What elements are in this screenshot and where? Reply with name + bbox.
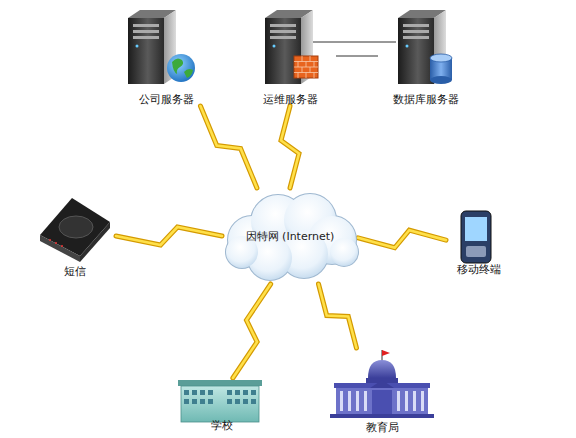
server-icon [265, 10, 318, 84]
lightning-link [318, 284, 356, 348]
node-label: 因特网 (Internet) [246, 230, 335, 243]
school-icon [178, 380, 262, 422]
node-label: 教育局 [366, 421, 399, 434]
cloud-node: 因特网 (Internet) [212, 178, 368, 294]
lightning-link [281, 106, 299, 188]
server-icon [128, 10, 195, 84]
cable-line [313, 42, 396, 43]
server-icon [398, 10, 452, 84]
mobile-icon [461, 211, 491, 263]
sms-gateway-icon [40, 198, 110, 262]
lightning-link [200, 106, 256, 188]
node-label: 移动终端 [457, 263, 501, 276]
node-label: 公司服务器 [139, 93, 194, 106]
node-label: 数据库服务器 [393, 93, 459, 106]
node-label: 运维服务器 [263, 93, 318, 106]
server-node: 运维服务器 [244, 6, 336, 106]
node-label: 短信 [64, 265, 86, 278]
lightning-link [233, 284, 271, 378]
device-node: 移动终端 [446, 206, 512, 276]
device-node: 短信 [34, 194, 116, 278]
building-node: 学校 [172, 378, 272, 432]
lightning-link [116, 227, 222, 245]
building-node: 教育局 [326, 348, 438, 434]
server-node: 公司服务器 [118, 6, 214, 106]
node-label: 学校 [211, 419, 233, 432]
cable-link [336, 56, 378, 57]
lightning-link [358, 230, 446, 248]
server-node: 数据库服务器 [378, 6, 474, 106]
government-building-icon [330, 350, 434, 418]
